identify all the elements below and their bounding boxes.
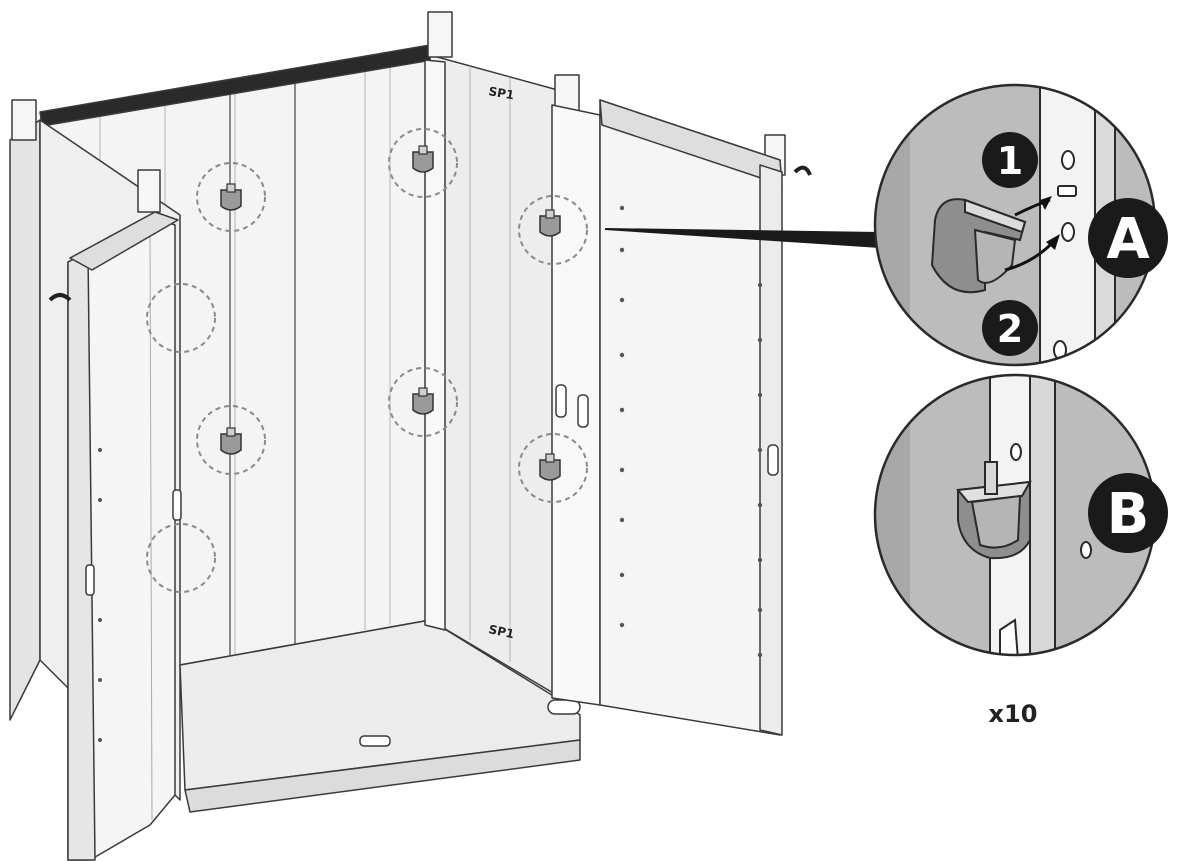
bracket-location-6: [388, 367, 458, 437]
door-holes: [98, 205, 763, 742]
bracket-location-7: [518, 195, 588, 265]
bracket-location-5: [388, 128, 458, 198]
sp1-label-top: SP1: [487, 84, 515, 102]
callout-b: B: [873, 373, 1168, 657]
step-1-badge: [982, 132, 1038, 188]
left-side-wall: [9, 119, 41, 721]
bracket-location-3: [196, 405, 266, 475]
callout-leader: [605, 228, 880, 248]
bracket-locations: [146, 128, 588, 593]
right-door: [599, 99, 781, 736]
bracket-location-4: [146, 523, 216, 593]
callout-b-badge: [1088, 473, 1168, 553]
bracket-location-1: [196, 162, 266, 232]
callout-a-badge: [1088, 198, 1168, 278]
callout-b-label: B: [1107, 482, 1150, 547]
quantity-label: x10: [989, 700, 1038, 728]
step-2-badge: [982, 300, 1038, 356]
right-inner-wall: [429, 54, 566, 701]
sp1-label-bottom: SP1: [487, 622, 515, 641]
callout-a-label: A: [1106, 207, 1150, 272]
step-1-label: 1: [997, 139, 1023, 183]
bracket-location-2: [146, 283, 216, 353]
callout-a: 1 2 A: [873, 83, 1168, 367]
rear-left-post: [11, 99, 37, 141]
center-post: [424, 59, 446, 631]
cabinet: [9, 11, 812, 861]
step-2-label: 2: [997, 307, 1023, 351]
bracket-location-8: [518, 433, 588, 503]
